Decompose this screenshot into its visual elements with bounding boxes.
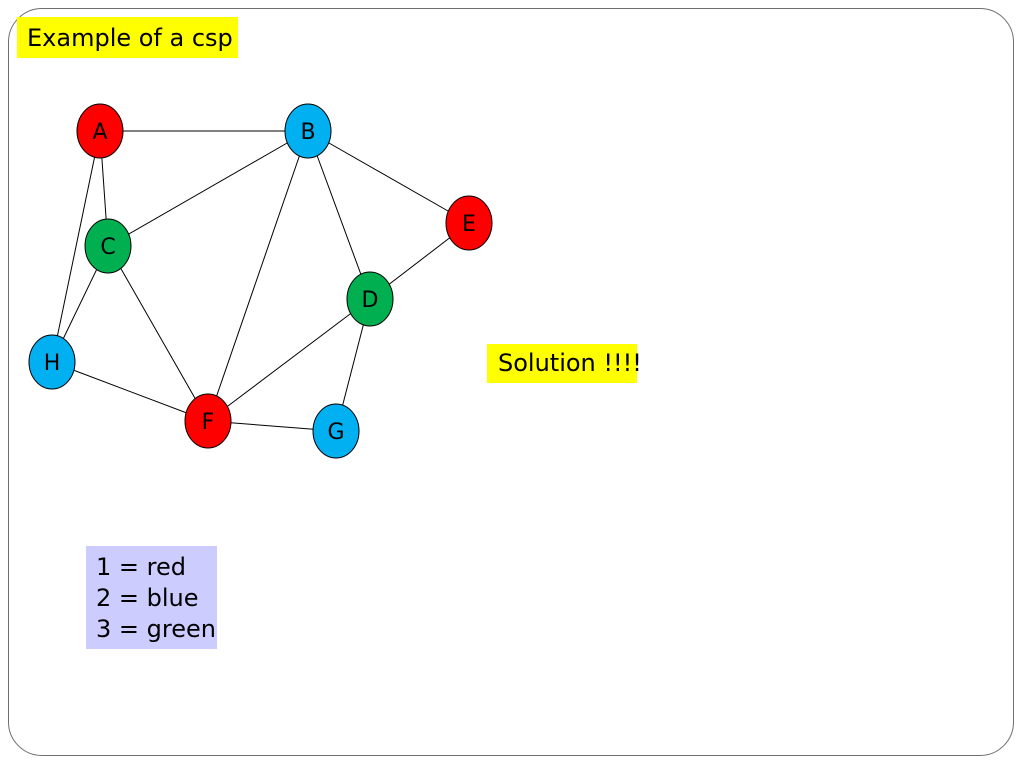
legend-item-blue: 2 = blue — [96, 584, 199, 612]
edge-b-d — [307, 130, 371, 300]
node-h-label: H — [44, 351, 61, 376]
node-c: C — [84, 218, 132, 274]
node-b-circle — [284, 103, 332, 159]
node-e-circle — [445, 195, 493, 251]
edge-b-f — [207, 130, 309, 422]
color-legend: 1 = red 2 = blue 3 = green — [86, 546, 217, 649]
solution-label: Solution !!!! — [487, 344, 642, 383]
node-f: F — [184, 393, 232, 449]
node-h: H — [28, 334, 76, 390]
edge-b-c — [107, 130, 309, 247]
edge-a-h — [51, 130, 101, 363]
node-g: G — [312, 403, 360, 459]
node-d-circle — [346, 271, 394, 327]
edge-f-h — [51, 361, 209, 422]
node-b: B — [284, 103, 332, 159]
node-a-circle — [76, 103, 124, 159]
graph-nodes: A B C D E F G H — [28, 103, 493, 459]
node-c-circle — [84, 218, 132, 274]
edge-b-e — [307, 130, 470, 224]
node-f-label: F — [202, 410, 215, 435]
legend-item-green: 3 = green — [96, 615, 216, 643]
node-c-label: C — [100, 235, 115, 260]
node-d: D — [346, 271, 394, 327]
node-a: A — [76, 103, 124, 159]
node-b-label: B — [300, 120, 315, 145]
node-f-circle — [184, 393, 232, 449]
node-e: E — [445, 195, 493, 251]
node-g-label: G — [327, 420, 344, 445]
node-g-circle — [312, 403, 360, 459]
legend-item-red: 1 = red — [96, 553, 186, 581]
node-e-label: E — [462, 212, 476, 237]
slide-title: Example of a csp — [17, 17, 238, 58]
node-d-label: D — [362, 288, 379, 313]
node-a-label: A — [92, 120, 107, 145]
edge-d-f — [207, 298, 371, 422]
edge-c-f — [107, 245, 209, 422]
node-h-circle — [28, 334, 76, 390]
graph-edges — [51, 130, 470, 432]
